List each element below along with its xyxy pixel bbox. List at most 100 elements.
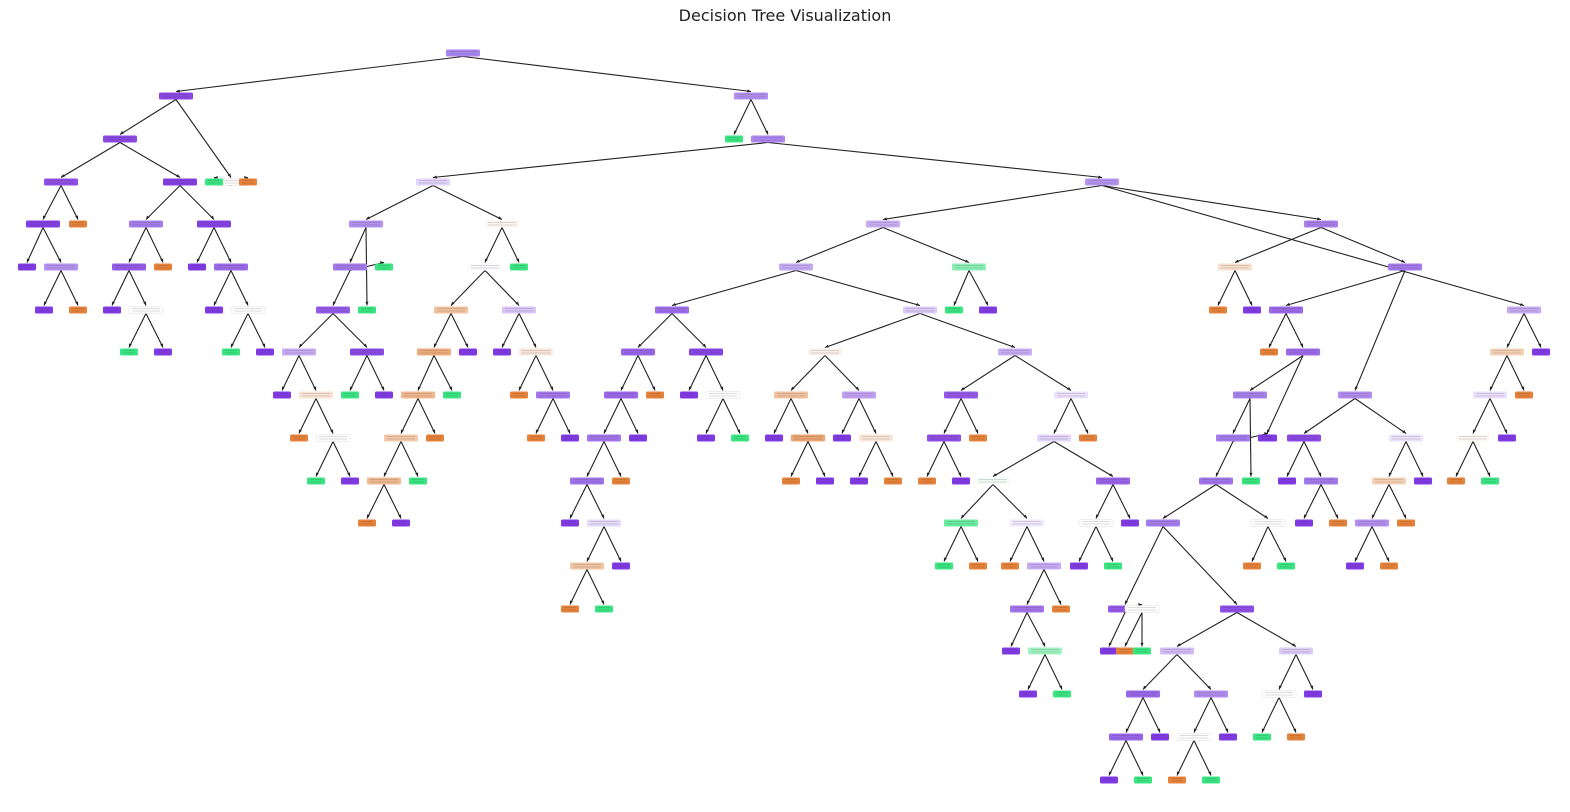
- tree-edge-arrowhead: [196, 258, 200, 263]
- tree-edge-arrowhead: [985, 301, 988, 306]
- tree-node-box: [969, 562, 987, 570]
- tree-edge-arrowhead: [961, 386, 965, 391]
- tree-edge: [1215, 441, 1234, 477]
- tree-node-box: [945, 306, 963, 314]
- tree-edge-arrowhead: [1124, 642, 1128, 647]
- tree-edge: [518, 355, 537, 391]
- tree-leaf-node: [205, 178, 223, 186]
- tree-edge-arrowhead: [858, 472, 862, 477]
- tree-split-node: [1028, 647, 1062, 655]
- tree-edge: [705, 355, 724, 391]
- tree-edge-arrowhead: [993, 473, 997, 477]
- tree-split-node: [197, 220, 231, 228]
- tree-node-box: [120, 348, 138, 356]
- tree-edge-arrowhead: [601, 514, 605, 519]
- tree-leaf-node: [358, 519, 376, 527]
- tree-node-box: [230, 306, 266, 314]
- tree-node-box: [1295, 519, 1313, 527]
- tree-split-node: [214, 263, 248, 271]
- tree-node-box: [358, 519, 376, 527]
- tree-node-box: [459, 348, 477, 356]
- tree-edge-arrowhead: [1110, 557, 1114, 562]
- tree-edge-arrowhead: [1304, 429, 1308, 434]
- tree-split-node: [1388, 263, 1422, 271]
- tree-edge: [332, 313, 368, 348]
- tree-edge: [1234, 226, 1322, 264]
- tree-leaf-node: [188, 263, 206, 271]
- tree-edge: [790, 441, 809, 477]
- tree-edge: [1009, 526, 1028, 562]
- tree-edge-arrowhead: [603, 429, 607, 434]
- tree-edge-arrowhead: [1023, 514, 1027, 519]
- tree-edge: [773, 398, 792, 434]
- tree-edge-arrowhead: [433, 175, 437, 179]
- tree-edge-arrowhead: [943, 557, 947, 562]
- tree-edge-arrowhead: [1504, 429, 1508, 434]
- tree-node-box: [485, 220, 519, 228]
- tree-edge-arrowhead: [366, 216, 370, 220]
- tree-edge-arrowhead: [75, 215, 79, 220]
- tree-edge: [1124, 526, 1164, 605]
- tree-edge-arrowhead: [1078, 557, 1082, 562]
- tree-edge: [432, 185, 503, 220]
- tree-split-node: [536, 391, 570, 399]
- tree-edge-arrowhead: [1143, 685, 1147, 690]
- tree-node-box: [604, 391, 638, 399]
- tree-edge: [432, 141, 769, 179]
- tree-edge: [1267, 526, 1287, 562]
- tree-leaf-node: [884, 477, 902, 485]
- tree-node-box: [1054, 391, 1088, 399]
- tree-edge-arrowhead: [965, 259, 969, 263]
- tree-split-node: [655, 306, 689, 314]
- tree-edge: [586, 441, 605, 477]
- tree-leaf-node: [1116, 647, 1134, 655]
- tree-split-node: [952, 263, 986, 271]
- tree-edge-arrowhead: [230, 343, 234, 348]
- tree-edge: [620, 398, 639, 434]
- tree-leaf-node: [1481, 477, 1499, 485]
- tree-edge: [1371, 484, 1390, 519]
- tree-edge-arrowhead: [1085, 429, 1089, 434]
- tree-edge-arrowhead: [569, 514, 573, 519]
- tree-edge: [705, 398, 724, 434]
- tree-edge-arrowhead: [1371, 514, 1375, 519]
- tree-node-box: [1278, 477, 1296, 485]
- tree-edge: [1489, 398, 1508, 434]
- tree-edge: [383, 441, 402, 477]
- tree-split-node: [1389, 434, 1423, 442]
- tree-node-box: [1338, 391, 1372, 399]
- tree-edge-arrowhead: [953, 301, 957, 306]
- tree-edge-arrowhead: [672, 302, 676, 306]
- tree-edge-arrowhead: [58, 258, 62, 263]
- tree-edge-arrowhead: [1058, 600, 1062, 605]
- tree-edge-arrowhead: [417, 386, 421, 391]
- tree-node-box: [197, 220, 231, 228]
- tree-node-box: [128, 306, 164, 314]
- tree-edge: [1354, 270, 1406, 391]
- tree-edge-arrowhead: [720, 386, 724, 391]
- tree-edge-arrowhead: [381, 386, 385, 391]
- tree-edge-arrowhead: [228, 258, 232, 263]
- tree-node-box: [791, 434, 825, 442]
- tree-leaf-node: [833, 434, 851, 442]
- tree-leaf-node: [1219, 733, 1237, 741]
- tree-edge: [119, 99, 177, 135]
- tree-edge-arrowhead: [943, 429, 947, 434]
- tree-edge: [1303, 484, 1322, 519]
- tree-edge: [1026, 612, 1046, 647]
- tree-split-node: [519, 348, 553, 356]
- tree-node-box: [1027, 562, 1061, 570]
- tree-edge-arrowhead: [366, 514, 370, 519]
- tree-node-box: [1218, 263, 1252, 271]
- tree-edge-arrowhead: [733, 130, 737, 135]
- tree-edge-arrowhead: [262, 343, 266, 348]
- tree-edge: [1261, 697, 1280, 733]
- tree-edge-arrowhead: [890, 472, 894, 477]
- tree-edge: [1371, 526, 1390, 562]
- tree-node-box: [976, 477, 1010, 485]
- tree-node-box: [1121, 519, 1139, 527]
- tree-node-box: [341, 391, 359, 399]
- tree-edge-arrowhead: [120, 131, 124, 135]
- tree-edge-arrowhead: [1041, 557, 1045, 562]
- tree-edge: [1232, 398, 1251, 434]
